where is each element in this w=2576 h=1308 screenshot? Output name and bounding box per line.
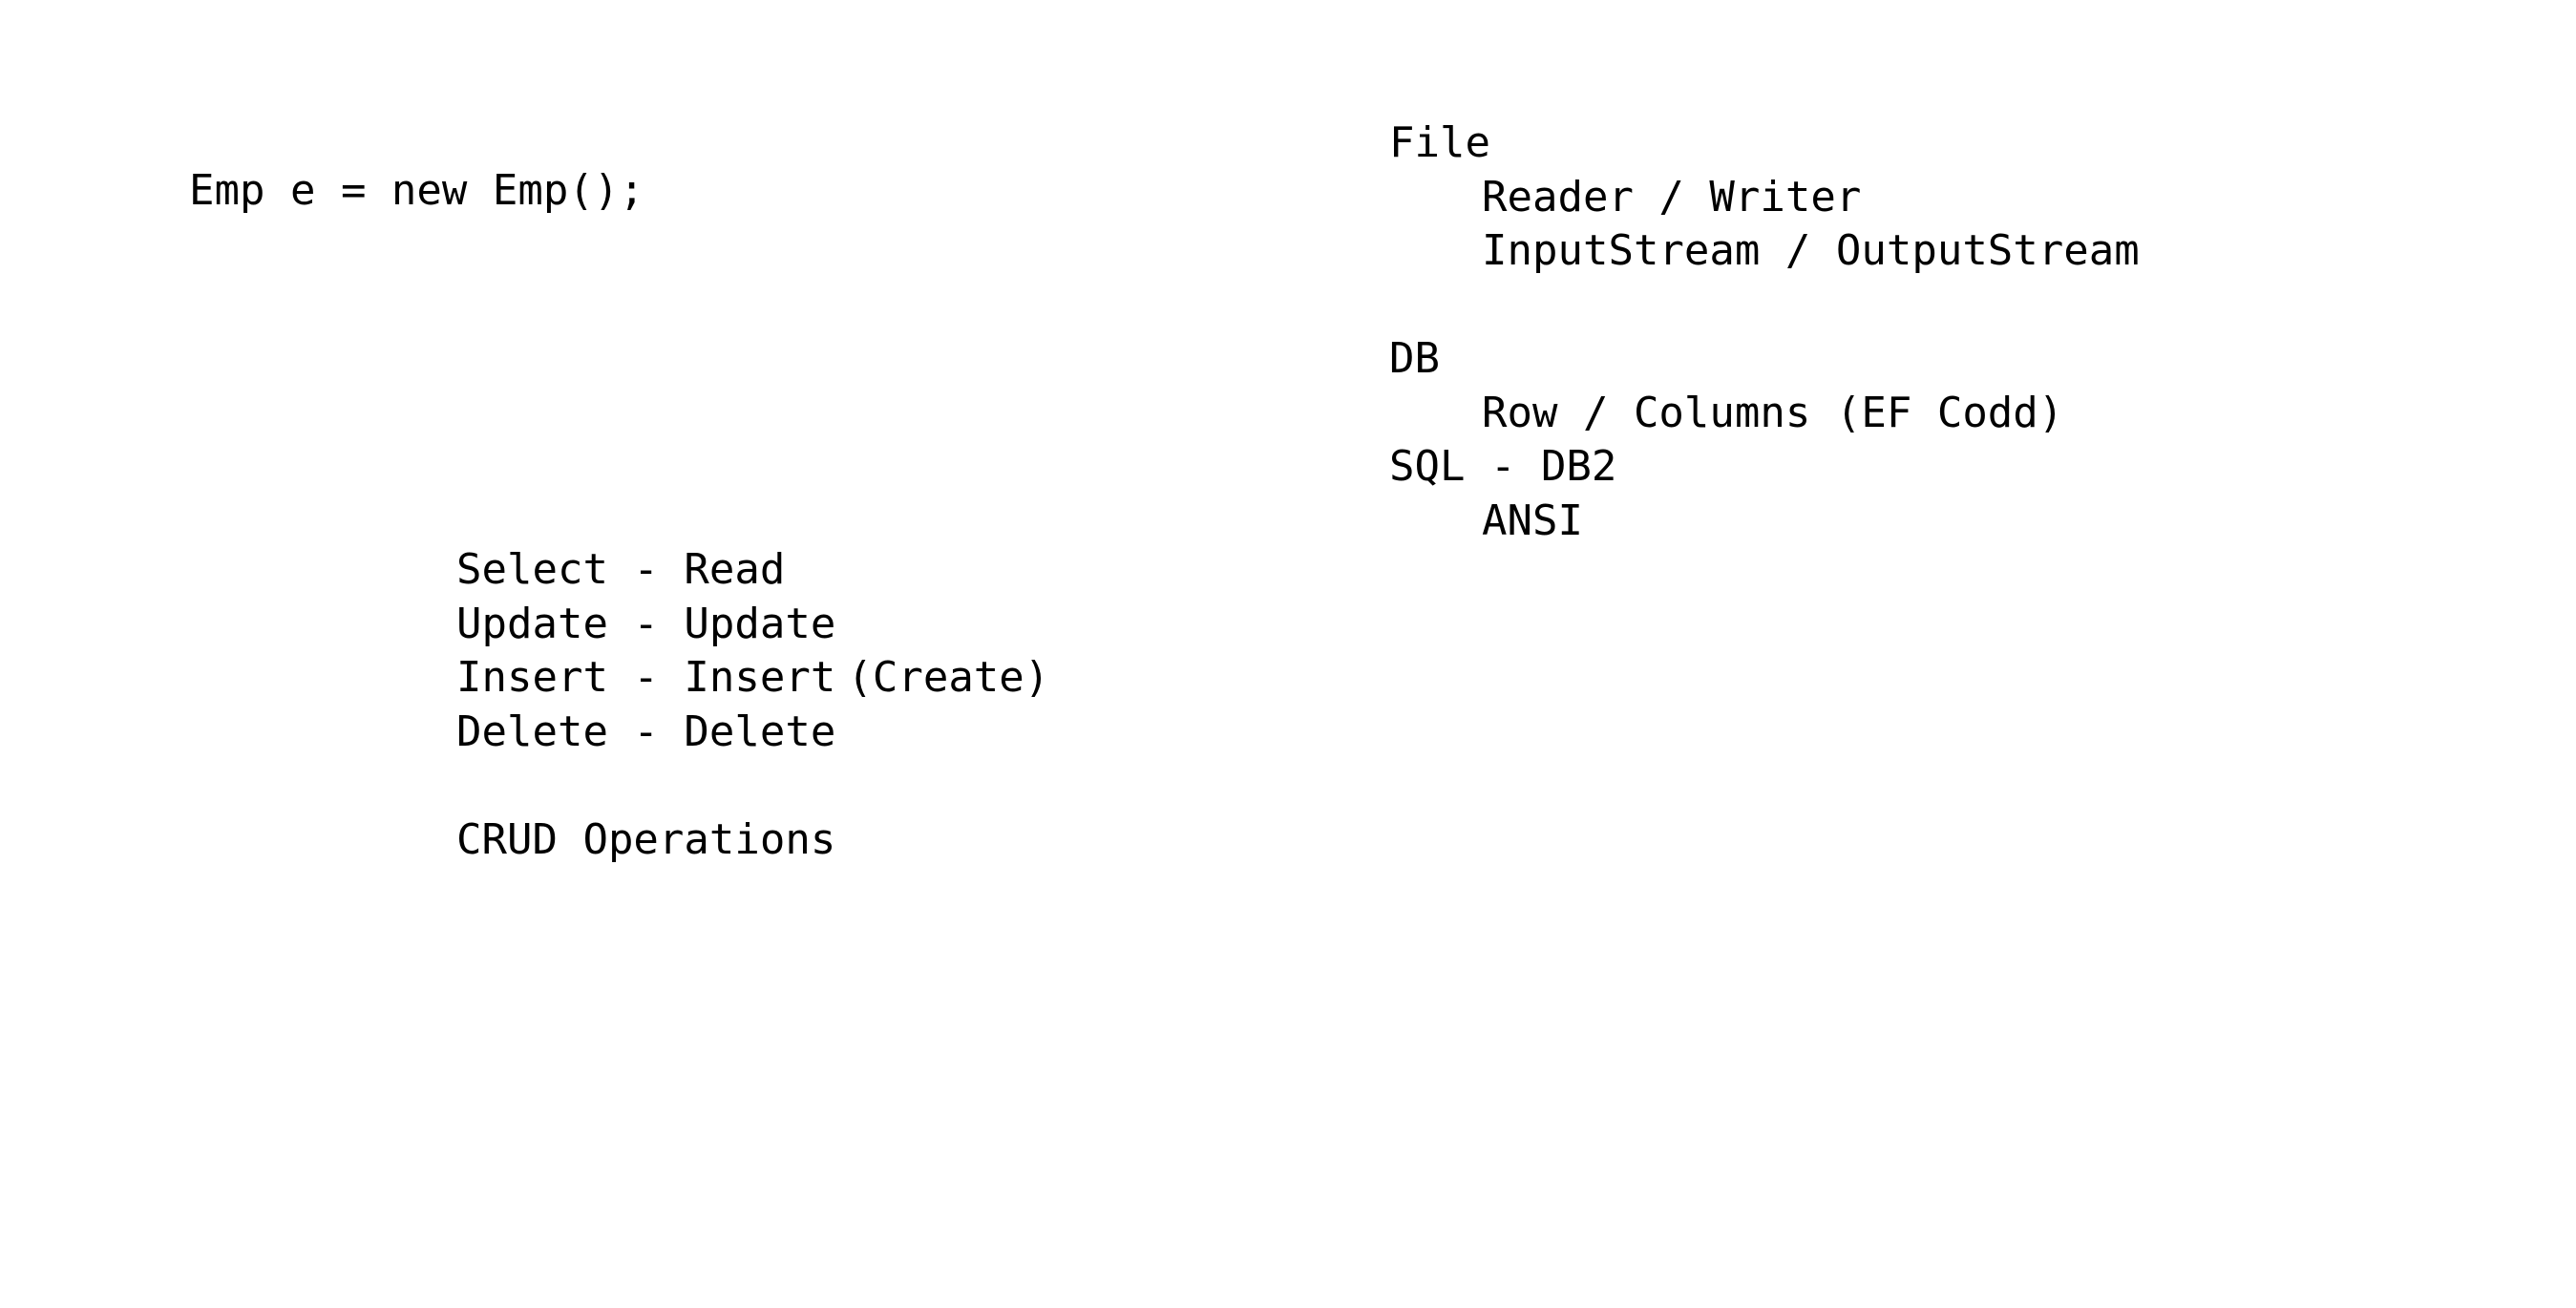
crud-line-insert: Insert - Insert(Create) xyxy=(456,651,1049,706)
file-heading: File xyxy=(1389,118,1490,167)
file-item-reader-writer: Reader / Writer xyxy=(1482,172,1862,222)
crud-line-select: Select - Read xyxy=(456,545,786,594)
crud-heading: CRUD Operations xyxy=(456,814,836,864)
crud-line-delete: Delete - Delete xyxy=(456,707,836,756)
db-heading: DB xyxy=(1389,334,1440,383)
db-item-row-columns: Row / Columns (EF Codd) xyxy=(1482,388,2064,437)
crud-spacer xyxy=(456,759,1049,813)
storage-spacer xyxy=(1389,279,2140,333)
code-line: Emp e = new Emp(); xyxy=(189,166,644,215)
crud-line-update: Update - Update xyxy=(456,599,836,648)
sql-item-ansi: ANSI xyxy=(1482,496,1583,545)
sql-heading: SQL - DB2 xyxy=(1389,442,1617,491)
crud-insert-text: Insert - Insert xyxy=(456,653,836,702)
crud-block: Select - Read Update - Update Insert - I… xyxy=(456,543,1049,867)
crud-insert-note: (Create) xyxy=(847,653,1050,702)
file-item-streams: InputStream / OutputStream xyxy=(1482,226,2140,275)
storage-block: File Reader / Writer InputStream / Outpu… xyxy=(1389,116,2140,548)
